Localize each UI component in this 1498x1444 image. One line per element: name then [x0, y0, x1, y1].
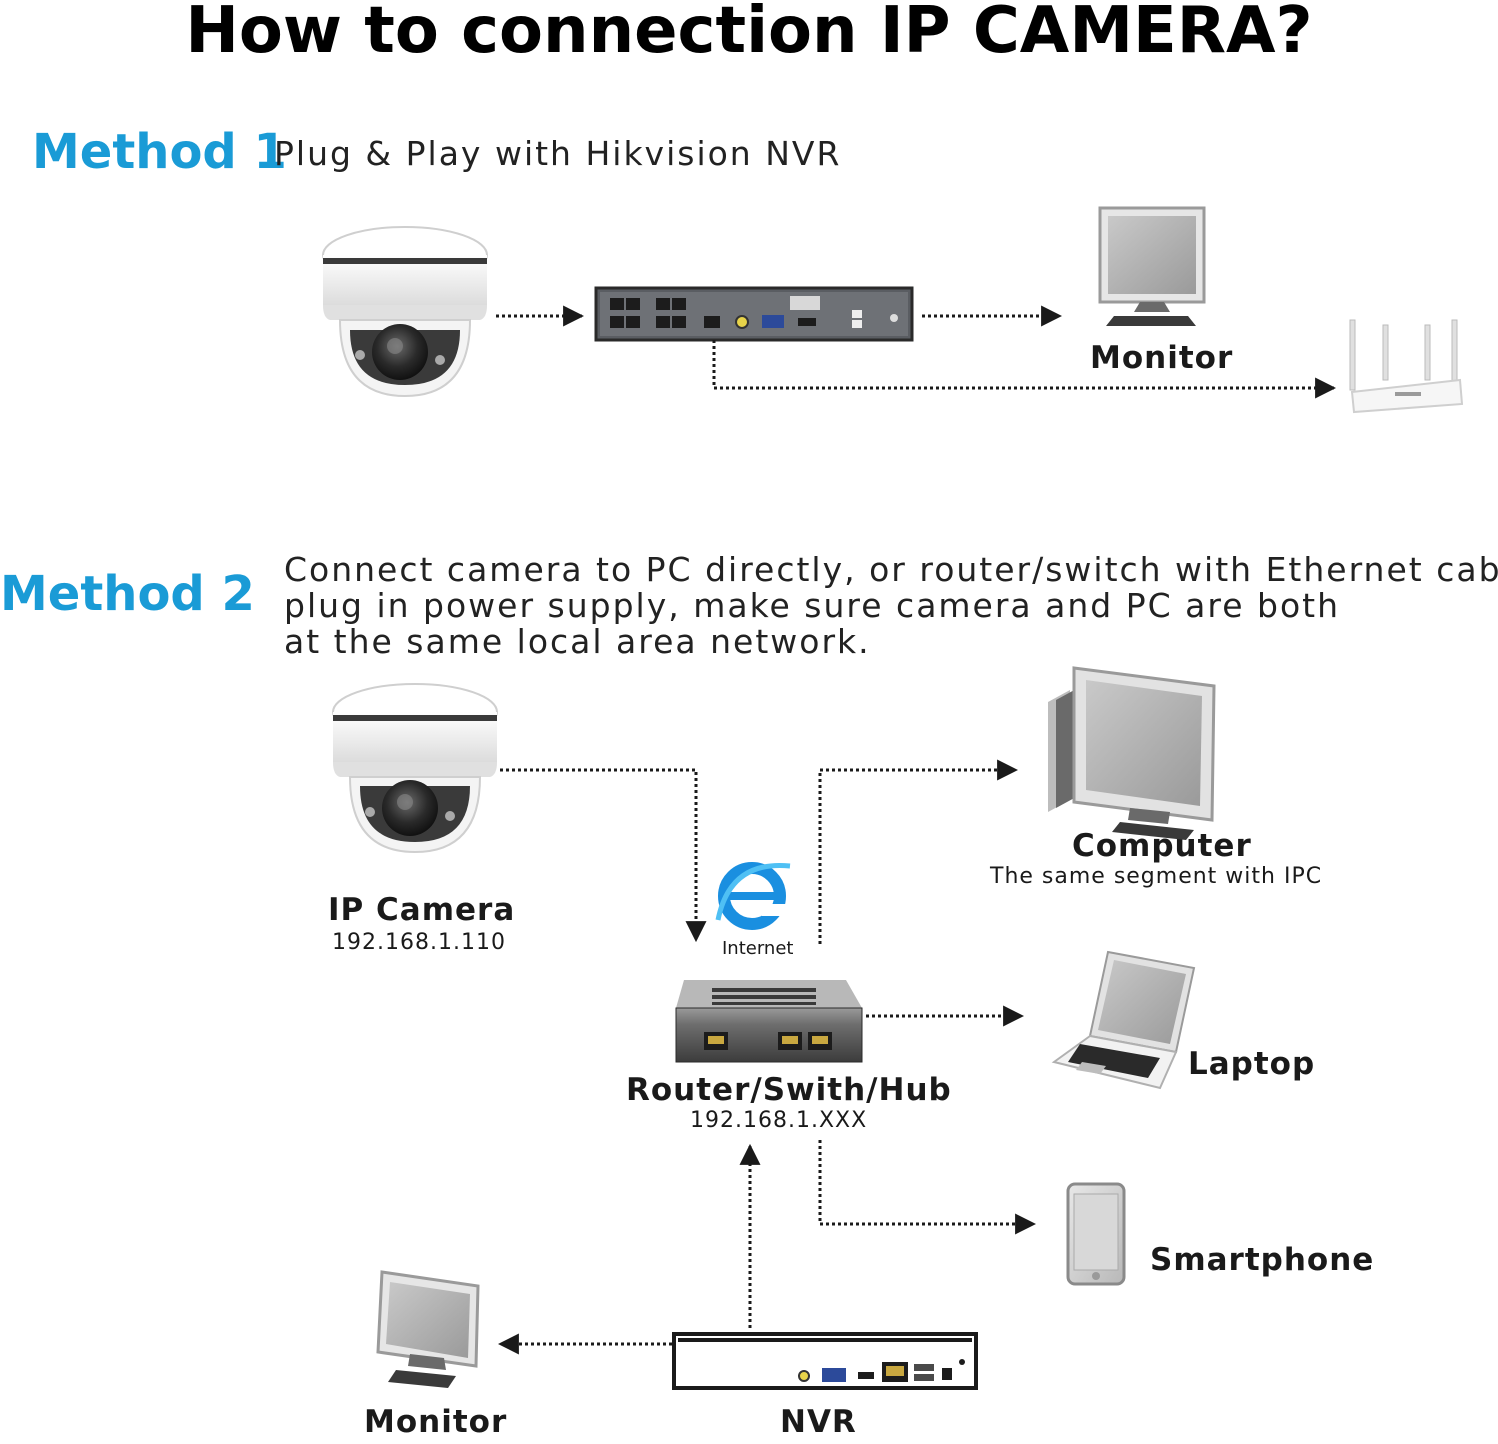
laptop-label: Laptop — [1188, 1046, 1316, 1082]
method2-monitor-icon — [376, 1270, 480, 1388]
nvr-label: NVR — [780, 1404, 857, 1440]
router-ip: 192.168.1.XXX — [690, 1108, 868, 1133]
router-label: Router/Swith/Hub — [626, 1072, 952, 1108]
method1-nvr-icon — [594, 286, 914, 342]
arrow-switch-to-smartphone — [818, 1140, 1037, 1235]
internet-label: Internet — [722, 938, 794, 959]
method1-camera-icon — [322, 226, 488, 398]
method1-heading: Method 1 — [32, 124, 287, 180]
ip-camera-icon — [332, 683, 498, 854]
computer-icon — [1048, 666, 1216, 840]
laptop-icon — [1051, 950, 1196, 1090]
internet-explorer-icon — [715, 862, 791, 930]
wifi-router-icon — [1349, 319, 1464, 414]
arrow-switch-to-computer — [818, 759, 1019, 944]
method2-monitor-label: Monitor — [364, 1404, 508, 1440]
switch-icon — [675, 980, 863, 1063]
smartphone-label: Smartphone — [1150, 1242, 1375, 1278]
method2-description-line-1: Connect camera to PC directly, or router… — [284, 550, 1498, 589]
method1-monitor-label: Monitor — [1090, 340, 1234, 376]
method2-description-line-3: at the same local area network. — [284, 622, 871, 661]
smartphone-icon — [1066, 1182, 1126, 1286]
ip-camera-ip: 192.168.1.110 — [332, 930, 506, 955]
arrow-nvr-to-router — [712, 340, 1337, 399]
ip-camera-label: IP Camera — [328, 892, 516, 928]
arrow-camera-to-switch — [500, 768, 707, 943]
method1-monitor-icon — [1098, 206, 1206, 326]
method2-heading: Method 2 — [0, 566, 255, 622]
method2-nvr-icon — [672, 1332, 978, 1390]
method2-description-line-2: plug in power supply, make sure camera a… — [284, 586, 1340, 625]
computer-note: The same segment with IPC — [990, 864, 1323, 889]
page-title: How to connection IP CAMERA? — [185, 0, 1313, 68]
method1-description: Plug & Play with Hikvision NVR — [274, 134, 842, 173]
